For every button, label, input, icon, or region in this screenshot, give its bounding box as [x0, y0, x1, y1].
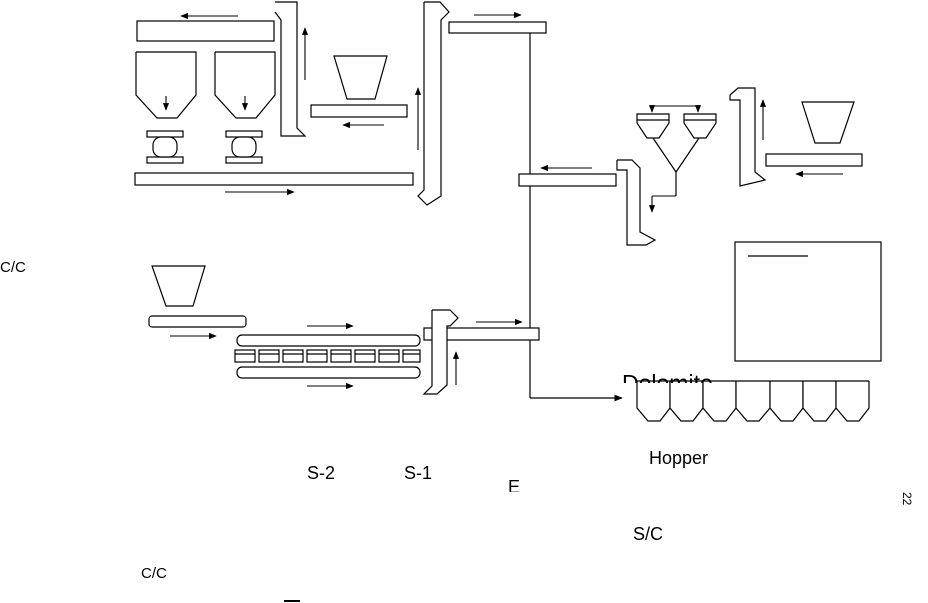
hopper-funnel-right [801, 101, 855, 144]
silo-left [135, 51, 197, 119]
label-cc-bottom: C/C [141, 565, 167, 582]
tower-conveyor-upper [518, 173, 617, 187]
roller-conveyor-bottom [236, 366, 421, 379]
page-number: 22 [900, 492, 914, 506]
feeder-right [225, 130, 263, 164]
central-tower-lines [529, 33, 623, 402]
label-hopper: Hopper [649, 448, 709, 468]
label-sc: S/C [633, 524, 664, 544]
roller-conveyor-top [236, 334, 421, 347]
long-conveyor [134, 172, 414, 186]
elevator-2 [417, 1, 450, 206]
right-conveyor [765, 153, 863, 167]
label-cc-left: C/C [0, 259, 26, 276]
roller-array [234, 349, 421, 363]
storage-box [734, 241, 882, 362]
feeder-left [146, 130, 184, 164]
label-dolomite: Dolomite [622, 372, 730, 383]
top-conveyor [136, 20, 275, 42]
label-s1: S-1 [404, 463, 433, 483]
hopper-funnel-top [333, 55, 388, 100]
feed-belt [148, 315, 247, 328]
hopper-funnel-left [151, 265, 206, 307]
twin-hoppers [636, 113, 717, 139]
label-s2: S-2 [307, 463, 336, 483]
elevator-5 [422, 309, 459, 395]
bottom-tick-mark [284, 600, 300, 602]
tower-conveyor-lower [423, 327, 540, 341]
elevator-3 [616, 159, 657, 246]
flow-arrows [162, 11, 843, 390]
y-chute [652, 137, 700, 174]
elevator-4 [729, 87, 767, 187]
mid-conveyor [310, 104, 408, 118]
label-e-partial: E [508, 478, 521, 492]
top-right-conveyor [448, 21, 547, 34]
silo-right [214, 51, 276, 119]
elevator-1 [274, 1, 307, 137]
bin-row [636, 380, 870, 422]
